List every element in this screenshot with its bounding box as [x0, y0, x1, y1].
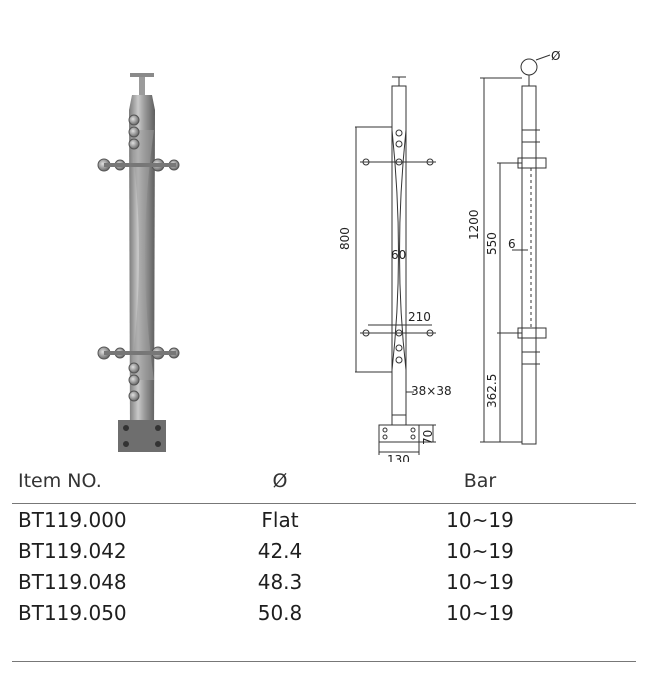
item-no-cell: BT119.048	[18, 570, 127, 594]
diameter-cell: 48.3	[257, 570, 303, 594]
dim-6: 6	[508, 237, 516, 251]
table-row: BT119.000 Flat 10~19	[0, 508, 652, 538]
dim-60: 60	[391, 248, 406, 262]
item-no-cell: BT119.050	[18, 601, 127, 625]
bar-cell: 10~19	[446, 570, 514, 594]
diameter-cell: 50.8	[257, 601, 303, 625]
bar-cell: 10~19	[446, 508, 514, 532]
header-diameter: Ø	[272, 470, 288, 492]
bar-cell: 10~19	[446, 601, 514, 625]
header-item-no: Item NO.	[18, 470, 102, 492]
header-divider	[12, 503, 636, 504]
item-no-cell: BT119.042	[18, 539, 127, 563]
header-bar: Bar	[463, 470, 497, 492]
dim-1200: 1200	[467, 209, 481, 240]
dim-130: 130	[387, 453, 410, 462]
dim-diameter: Ø	[551, 49, 560, 63]
diameter-cell: 42.4	[257, 539, 303, 563]
bar-cell: 10~19	[446, 539, 514, 563]
product-illustration: 800 60 210 38×38 130 70 Ø 1200 550 6 362…	[97, 49, 560, 462]
dim-550: 550	[485, 232, 499, 255]
post-photo	[97, 73, 180, 452]
dim-70: 70	[421, 430, 435, 445]
dim-38x38: 38×38	[411, 384, 452, 398]
table-row: BT119.048 48.3 10~19	[0, 570, 652, 600]
footer-divider	[12, 661, 636, 662]
front-drawing	[355, 76, 436, 455]
side-dimension-labels: Ø 1200 550 6 362.5	[467, 49, 560, 408]
dim-210: 210	[408, 310, 431, 324]
diameter-cell: Flat	[261, 508, 299, 532]
table-row: BT119.042 42.4 10~19	[0, 539, 652, 569]
table-row: BT119.050 50.8 10~19	[0, 601, 652, 631]
item-no-cell: BT119.000	[18, 508, 127, 532]
dim-800: 800	[338, 227, 352, 250]
side-drawing	[480, 54, 551, 445]
front-dimension-labels: 800 60 210 38×38 130 70	[338, 227, 452, 462]
dim-362-5: 362.5	[485, 374, 499, 408]
